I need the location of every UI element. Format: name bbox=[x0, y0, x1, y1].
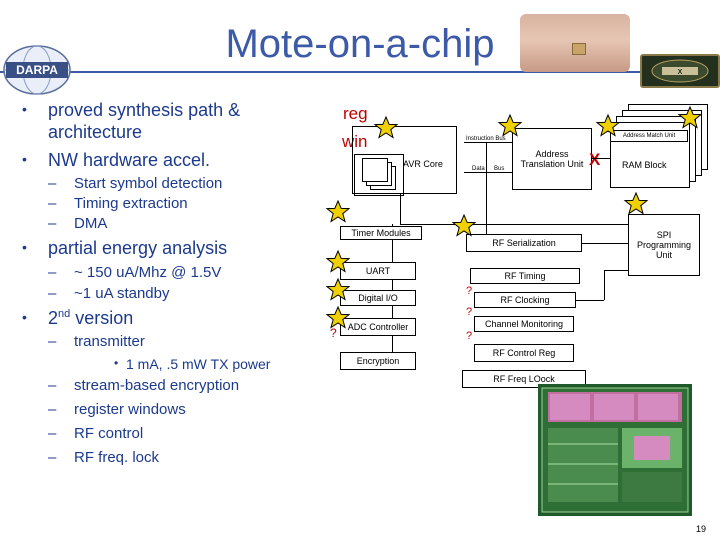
uart-block: UART bbox=[340, 262, 416, 280]
ram-block-label: RAM Block bbox=[622, 160, 667, 170]
question-mark-adc: ? bbox=[330, 326, 337, 340]
serialization-to-spi-line bbox=[582, 243, 628, 244]
atu-to-ram-line bbox=[592, 158, 610, 159]
star-icon bbox=[326, 200, 350, 222]
register-file-outline bbox=[354, 154, 404, 196]
adc-controller-block: ADC Controller bbox=[340, 318, 416, 336]
core-to-timer-line bbox=[400, 194, 401, 224]
question-mark-timing: ? bbox=[466, 285, 473, 297]
rf-serialization-block: RF Serialization bbox=[466, 234, 582, 252]
star-icon bbox=[326, 306, 350, 328]
question-mark-clocking: ? bbox=[466, 306, 473, 318]
spi-link-1 bbox=[604, 270, 628, 271]
program-badge-logo: X bbox=[640, 54, 720, 88]
address-translation-block: Address Translation Unit bbox=[512, 128, 592, 190]
slide-title: Mote-on-a-chip bbox=[225, 22, 495, 66]
star-icon bbox=[326, 278, 350, 300]
mote-chip-photo bbox=[572, 43, 586, 55]
star-icon bbox=[374, 116, 398, 138]
star-icon bbox=[678, 106, 702, 128]
star-icon bbox=[596, 114, 620, 136]
bus-vertical-line bbox=[486, 142, 487, 234]
data-bus-label-right: Bus bbox=[494, 166, 505, 172]
rf-control-reg-block: RF Control Reg bbox=[474, 344, 574, 362]
rf-timing-block: RF Timing bbox=[470, 268, 580, 284]
x-mark: X bbox=[589, 150, 601, 169]
star-icon bbox=[326, 250, 350, 272]
data-bus-line bbox=[464, 172, 514, 173]
encryption-block: Encryption bbox=[340, 352, 416, 370]
instruction-bus-label: Instruction Bus bbox=[466, 136, 506, 142]
instruction-bus-line bbox=[464, 142, 514, 143]
data-bus-label-left: Data bbox=[472, 166, 485, 172]
register-window-3 bbox=[362, 158, 388, 182]
channel-monitoring-block: Channel Monitoring bbox=[474, 316, 574, 332]
spi-programming-unit: SPI Programming Unit bbox=[628, 214, 700, 276]
rf-freq-lock-block: RF Freq LOock bbox=[462, 370, 586, 388]
star-icon bbox=[452, 214, 476, 236]
timer-modules-block: Timer Modules bbox=[340, 226, 422, 240]
svg-text:X: X bbox=[678, 69, 683, 76]
win-label: win bbox=[342, 132, 368, 151]
slide-number: 19 bbox=[696, 524, 707, 534]
address-match-unit: Address Match Unit bbox=[610, 130, 688, 142]
peripheral-bus-line bbox=[400, 224, 650, 225]
spi-link-2 bbox=[604, 270, 605, 300]
star-icon bbox=[498, 114, 522, 136]
reg-label: reg bbox=[343, 104, 368, 123]
avr-core-block: AVR Core bbox=[352, 126, 457, 194]
title-underline bbox=[0, 71, 720, 73]
star-icon bbox=[624, 192, 648, 214]
digital-io-block: Digital I/O bbox=[340, 290, 416, 306]
darpa-wordmark: DARPA bbox=[16, 63, 58, 77]
chip-die-photo bbox=[538, 384, 692, 516]
darpa-logo: DARPA bbox=[2, 44, 72, 96]
question-mark-monitoring: ? bbox=[466, 330, 473, 342]
spi-link-3 bbox=[576, 300, 604, 301]
rf-clocking-block: RF Clocking bbox=[474, 292, 576, 308]
